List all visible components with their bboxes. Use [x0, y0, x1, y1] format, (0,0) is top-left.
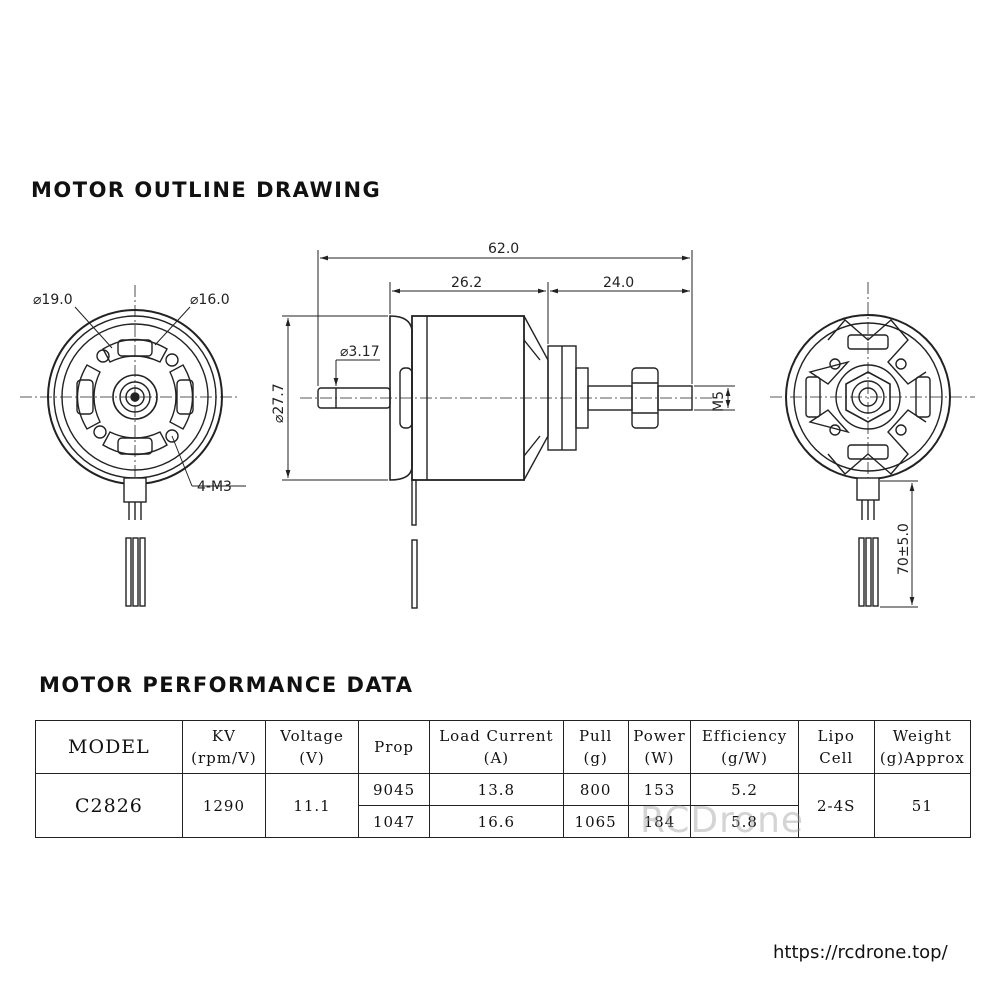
cell-efficiency: 5.8 — [690, 805, 799, 838]
cell-power: 153 — [627, 773, 692, 806]
table-row: 1047 16.6 1065 184 5.8 — [36, 805, 971, 838]
front-view — [20, 285, 246, 607]
outline-drawing-title: MOTOR OUTLINE DRAWING — [31, 178, 382, 202]
cell-voltage: 11.1 — [264, 773, 360, 838]
cell-kv: 1290 — [181, 773, 266, 838]
side-view — [300, 315, 720, 609]
cell-load-current: 13.8 — [429, 773, 564, 806]
cell-lipo: 2-4S — [797, 773, 875, 838]
dim-shaft-length: 24.0 — [603, 275, 634, 291]
cell-pull: 1065 — [562, 805, 629, 838]
cell-load-current: 16.6 — [429, 805, 564, 838]
header-load-current: Load Current(A) — [429, 720, 564, 774]
dim-mount-holes: 4-M3 — [197, 479, 232, 495]
footer-url: https://rcdrone.top/ — [773, 942, 948, 963]
performance-table: MODEL KV(rpm/V) Voltage(V) Prop Load Cur… — [35, 720, 972, 838]
header-kv: KV(rpm/V) — [181, 720, 266, 774]
table-header-row: MODEL KV(rpm/V) Voltage(V) Prop Load Cur… — [35, 720, 972, 774]
dim-body-length: 26.2 — [451, 275, 482, 291]
table-row: C2826 1290 11.1 9045 13.8 800 153 5.2 2-… — [35, 773, 972, 838]
cell-prop: 1047 — [358, 805, 431, 838]
dim-lead-length: 70±5.0 — [896, 523, 912, 575]
dim-shaft-diameter: ⌀3.17 — [340, 344, 380, 360]
cell-model: C2826 — [35, 773, 183, 838]
header-model: MODEL — [35, 720, 183, 774]
cell-weight: 51 — [873, 773, 972, 838]
cell-pull: 800 — [562, 773, 629, 806]
dim-thread: M5 — [711, 391, 727, 412]
header-power: Power(W) — [627, 720, 692, 774]
header-efficiency: Efficiency(g/W) — [690, 720, 799, 774]
dim-pcd-inner: ⌀16.0 — [190, 292, 230, 308]
cell-efficiency: 5.2 — [690, 773, 799, 806]
rear-view — [770, 282, 975, 607]
dim-total-length: 62.0 — [488, 241, 519, 257]
cell-power: 184 — [627, 805, 692, 838]
motor-outline-drawing: ⌀19.0 ⌀16.0 4-M3 — [20, 241, 975, 609]
header-pull: Pull(g) — [562, 720, 629, 774]
performance-title: MOTOR PERFORMANCE DATA — [39, 673, 414, 697]
cell-prop: 9045 — [358, 773, 431, 806]
dim-pcd-outer: ⌀19.0 — [33, 292, 73, 308]
header-weight: Weight(g)Approx — [873, 720, 972, 774]
header-voltage: Voltage(V) — [264, 720, 360, 774]
header-prop: Prop — [358, 720, 431, 774]
dim-body-diameter: ⌀27.7 — [271, 383, 287, 423]
